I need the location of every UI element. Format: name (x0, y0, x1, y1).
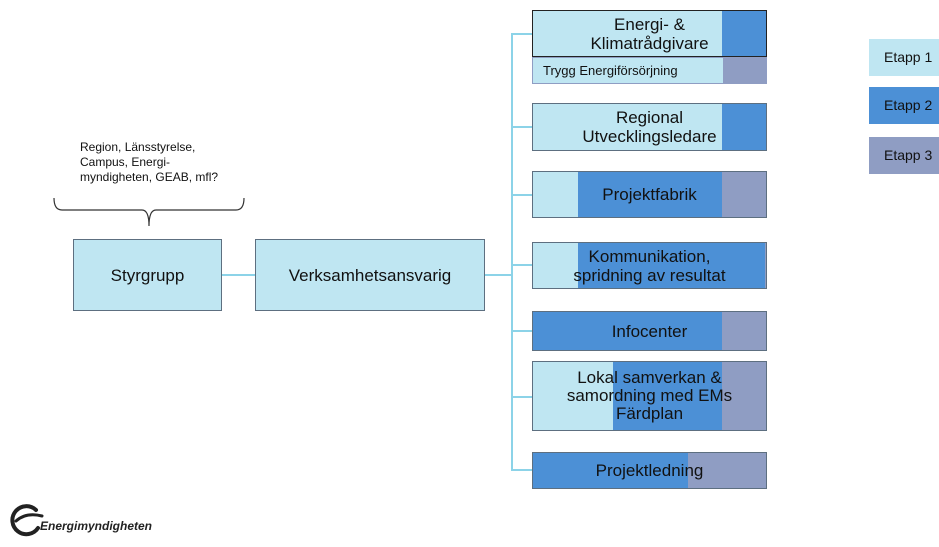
box-projektfabrik: Projektfabrik (532, 171, 767, 218)
connector-branch-3 (511, 194, 532, 196)
box-lokal-samverkan-label: Lokal samverkan & samordning med EMs Fär… (566, 368, 733, 423)
legend-etapp-3: Etapp 3 (869, 137, 939, 174)
box-kommunikation-label: Kommunikation, spridning av resultat (573, 246, 726, 285)
box-lokal-samverkan: Lokal samverkan & samordning med EMs Fär… (532, 361, 767, 431)
connector-verk-trunk (485, 274, 512, 276)
stakeholder-note: Region, Länsstyrelse, Campus, Energi- my… (80, 140, 219, 184)
box-projektfabrik-label: Projektfabrik (602, 185, 697, 204)
connector-branch-1 (511, 33, 532, 35)
box-projektledning-label: Projektledning (595, 461, 704, 480)
box-klimatradgivare: Energi- & Klimatrådgivare (532, 10, 767, 57)
legend-etapp-3-label: Etapp 3 (884, 147, 933, 163)
box-projektledning: Projektledning (532, 452, 767, 489)
connector-branch-5 (511, 330, 532, 332)
box-infocenter: Infocenter (532, 311, 767, 351)
verksamhet-label: Verksamhetsansvarig (288, 265, 452, 285)
box-klimatradgivare-label: Energi- & Klimatrådgivare (590, 14, 709, 53)
connector-branch-7 (511, 469, 532, 471)
box-trygg-energi-label: Trygg Energiförsörjning (543, 63, 678, 78)
energimyndigheten-logo-icon (10, 504, 44, 537)
box-trygg-energi: Trygg Energiförsörjning (532, 57, 767, 84)
box-utvecklingsledare-label: Regional Utvecklingsledare (582, 108, 717, 146)
box-kommunikation: Kommunikation, spridning av resultat (532, 242, 767, 289)
connector-branch-2 (511, 126, 532, 128)
styrgrupp-label: Styrgrupp (110, 265, 185, 285)
legend-etapp-1-label: Etapp 1 (884, 49, 933, 65)
logo-wordmark: Energimyndigheten (40, 519, 153, 533)
connector-trunk (511, 33, 513, 470)
connector-styr-verk (222, 274, 255, 276)
legend-etapp-2-label: Etapp 2 (884, 97, 933, 113)
connector-branch-4 (511, 264, 532, 266)
styrgrupp-box: Styrgrupp (73, 239, 222, 311)
verksamhet-box: Verksamhetsansvarig (255, 239, 485, 311)
legend-etapp-2: Etapp 2 (869, 87, 939, 124)
connector-branch-6 (511, 396, 532, 398)
legend-etapp-1: Etapp 1 (869, 39, 939, 76)
stakeholder-brace (53, 197, 245, 227)
box-utvecklingsledare: Regional Utvecklingsledare (532, 103, 767, 151)
box-infocenter-label: Infocenter (611, 321, 688, 341)
